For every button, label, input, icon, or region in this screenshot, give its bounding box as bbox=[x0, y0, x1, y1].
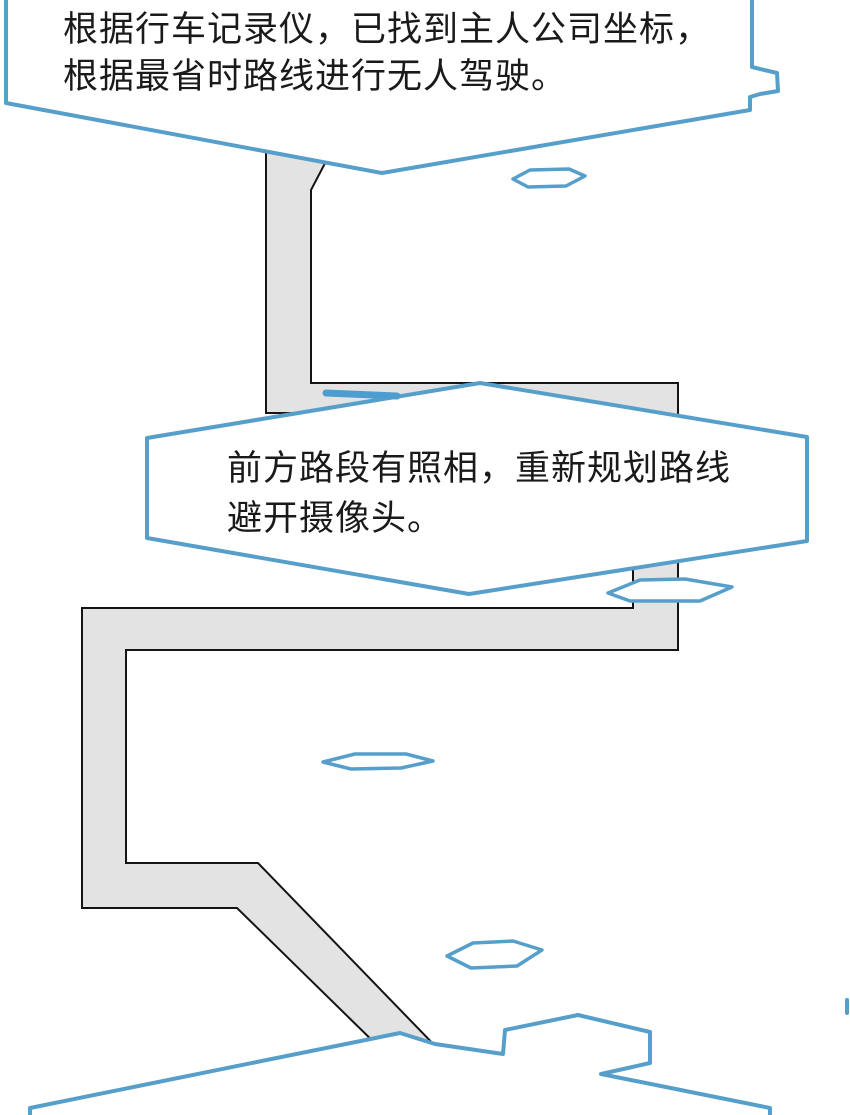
bubble-top-line-1: 根据行车记录仪，已找到主人公司坐标， bbox=[63, 10, 712, 49]
flash-diamond-icon bbox=[511, 167, 587, 189]
flash-hexagon-icon bbox=[606, 577, 734, 603]
bubble-middle-line-1: 前方路段有照相，重新规划路线 bbox=[227, 449, 732, 488]
flash-hexagon-2-icon bbox=[445, 939, 544, 970]
bubble-middle-line-2: 避开摄像头。 bbox=[227, 499, 444, 538]
route-road-shape bbox=[81, 147, 679, 1054]
speed-dash-icon bbox=[322, 389, 401, 400]
bubble-top-text: 根据行车记录仪，已找到主人公司坐标， 根据最省时路线进行无人驾驶。 bbox=[63, 6, 711, 100]
bubble-top-line-2: 根据最省时路线进行无人驾驶。 bbox=[63, 57, 568, 96]
speech-bubble-top bbox=[4, 0, 780, 175]
flash-lens-icon bbox=[321, 752, 435, 771]
speech-bubble-bottom bbox=[28, 1013, 772, 1115]
speech-bubble-middle bbox=[145, 381, 809, 596]
bubble-middle-text: 前方路段有照相，重新规划路线 避开摄像头。 bbox=[227, 444, 731, 544]
